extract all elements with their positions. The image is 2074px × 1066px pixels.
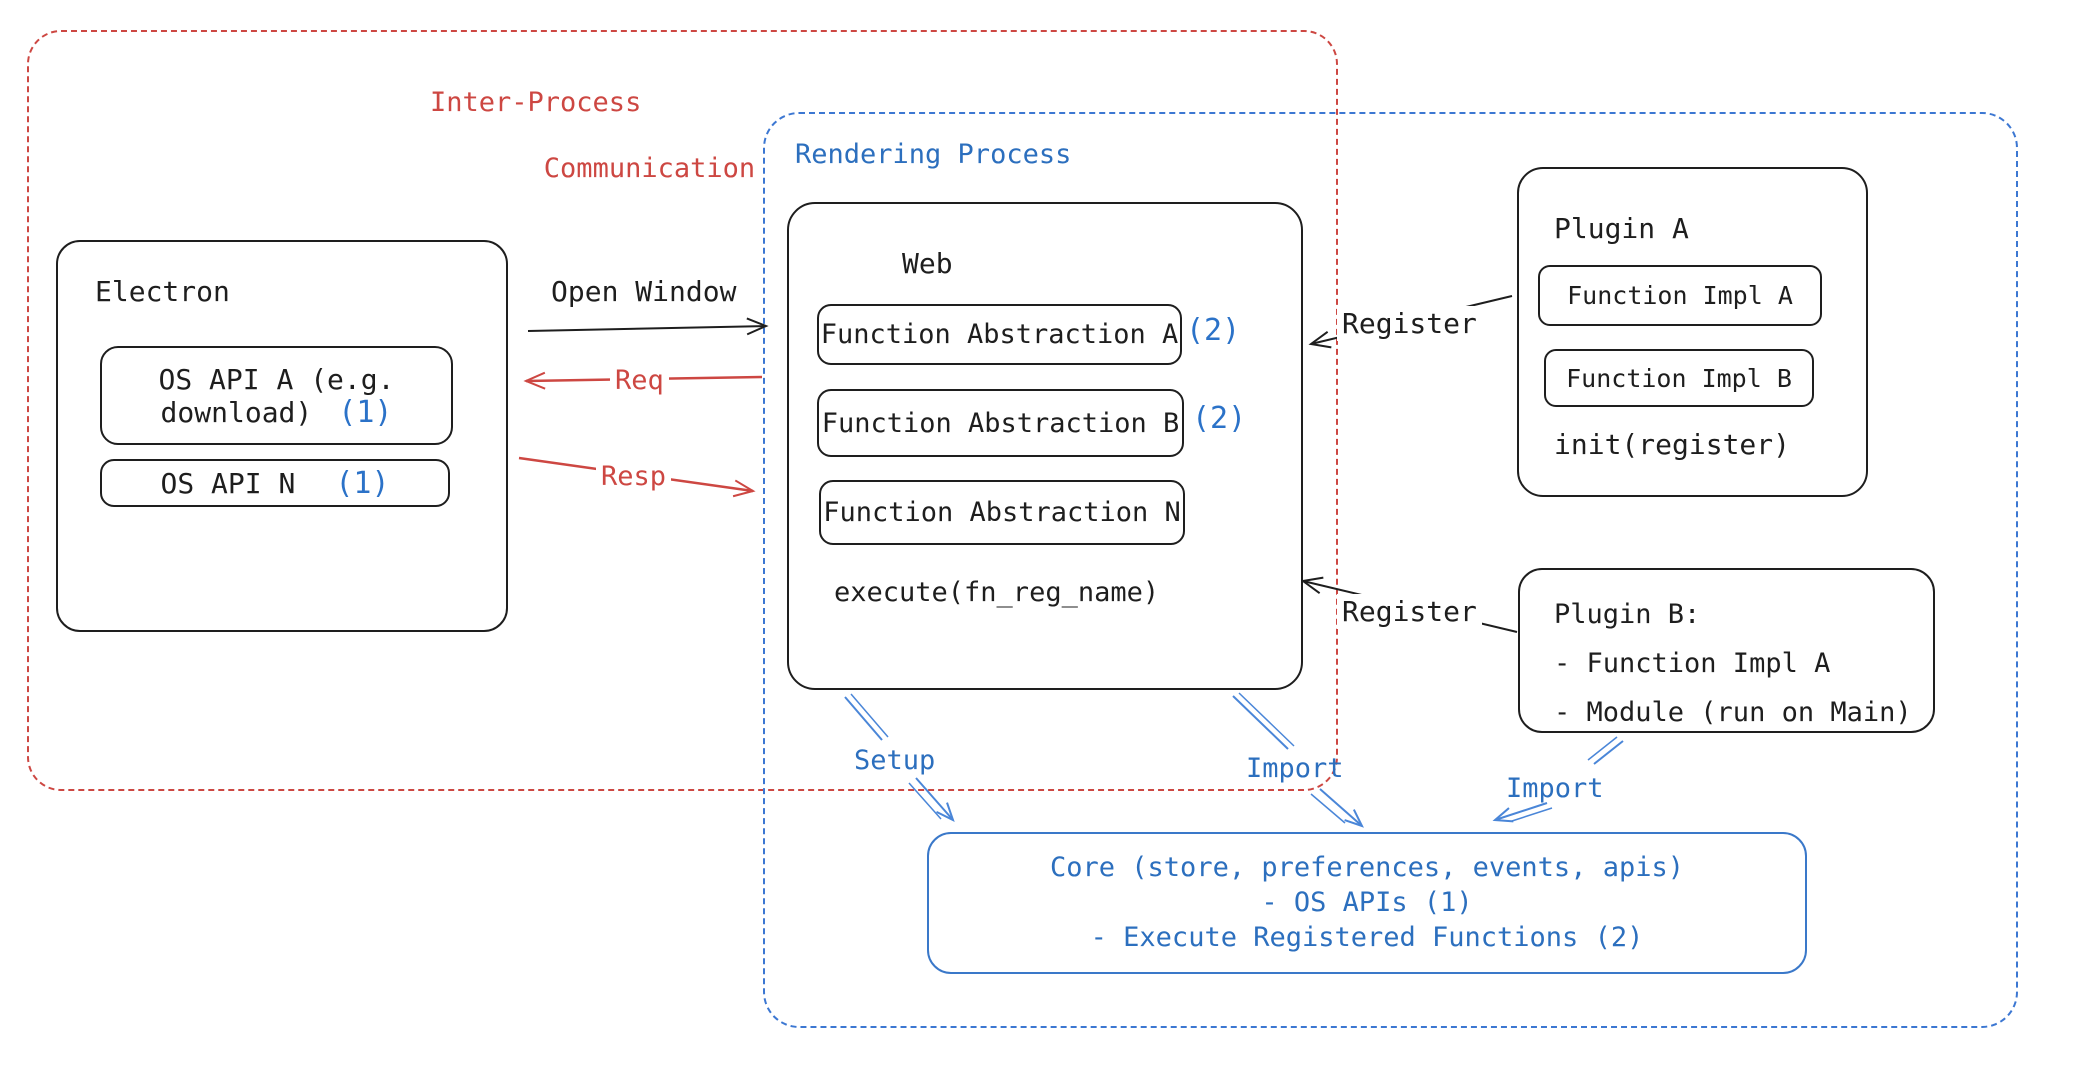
os-api-a-box: OS API A (e.g. download) (1): [100, 346, 453, 445]
function-impl-a-label: Function Impl A: [1567, 281, 1793, 310]
function-abstraction-b-label: Function Abstraction B: [821, 407, 1180, 439]
plugin-b-box: Plugin B:- Function Impl A- Module (run …: [1518, 568, 1935, 733]
core-line-2: - OS APIs (1): [1261, 887, 1473, 918]
os-api-a-label-line1: OS API A (e.g.: [158, 362, 395, 396]
plugin-a-box: Plugin A Function Impl A Function Impl B…: [1517, 167, 1868, 497]
electron-title: Electron: [95, 275, 230, 308]
ipc-label: Inter-Process Communication: [430, 87, 756, 184]
os-api-n-ref: (1): [335, 465, 390, 501]
open-window-arrow: [527, 317, 769, 336]
plugin-b-text: Plugin B:- Function Impl A- Module (run …: [1554, 599, 1912, 728]
function-abstraction-n-box: Function Abstraction N: [819, 480, 1185, 545]
web-box: Web Function Abstraction A Function Abst…: [787, 202, 1303, 690]
electron-box: Electron OS API A (e.g. download) (1) OS…: [56, 240, 508, 632]
function-impl-b-label: Function Impl B: [1566, 363, 1792, 393]
os-api-a-ref: (1): [338, 394, 393, 430]
fa-a-ref: (2): [1186, 313, 1241, 348]
import-arrow-plugin-b: [1492, 736, 1624, 823]
import-arrow-web: [1232, 692, 1364, 828]
web-title: Web: [902, 247, 953, 280]
setup-label: Setup: [854, 745, 936, 776]
req-label: Req: [610, 364, 669, 398]
function-impl-a-box: Function Impl A: [1538, 265, 1822, 326]
core-line-1: Core (store, preferences, events, apis): [1050, 852, 1684, 883]
function-abstraction-a-label: Function Abstraction A: [820, 319, 1179, 350]
import-label-plugin: Import: [1506, 773, 1604, 804]
os-api-a-label-line2: download): [160, 395, 313, 429]
import-label-web: Import: [1246, 753, 1344, 784]
os-api-n-box: OS API N (1): [100, 459, 450, 507]
os-api-n-label: OS API N: [160, 466, 296, 500]
resp-label: Resp: [596, 460, 672, 494]
ipc-boundary: [27, 30, 1338, 791]
register-label-bottom: Register: [1337, 594, 1482, 629]
plugin-a-title: Plugin A: [1554, 212, 1689, 245]
rendering-process-label: Rendering Process: [795, 139, 1072, 170]
execute-label: execute(fn_reg_name): [834, 577, 1160, 608]
function-abstraction-n-label: Function Abstraction N: [823, 497, 1181, 528]
core-box: Core (store, preferences, events, apis) …: [927, 832, 1807, 974]
init-register-label: init(register): [1554, 428, 1791, 461]
core-line-3: - Execute Registered Functions (2): [1090, 922, 1644, 953]
function-abstraction-b-box: Function Abstraction B: [817, 389, 1184, 457]
setup-arrow: [844, 693, 955, 822]
function-impl-b-box: Function Impl B: [1544, 349, 1814, 407]
open-window-label: Open Window: [551, 275, 737, 308]
rendering-process-boundary: [763, 112, 2018, 1028]
function-abstraction-a-box: Function Abstraction A: [817, 304, 1182, 365]
fa-b-ref: (2): [1192, 401, 1247, 436]
register-label-top: Register: [1337, 306, 1482, 341]
